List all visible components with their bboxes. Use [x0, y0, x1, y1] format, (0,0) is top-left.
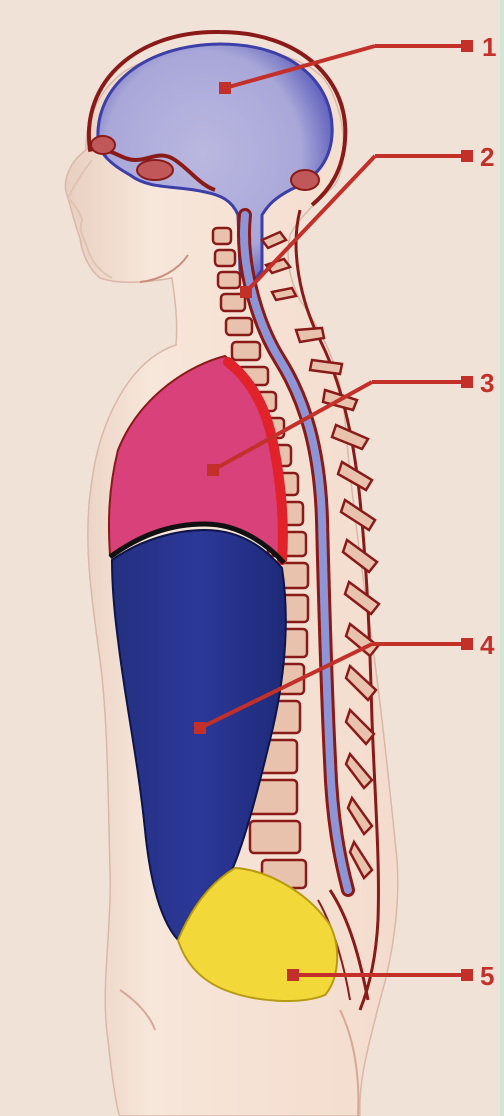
right-edge-strip: [500, 0, 504, 1116]
callout-dot-2-start: [240, 286, 252, 298]
pelvic-cavity: [176, 866, 339, 1002]
callout-label-3: 3: [480, 368, 495, 398]
face-profile: [66, 159, 113, 279]
callout-dot-5-start: [287, 969, 299, 981]
spinous-processes: [260, 230, 381, 881]
abdominal-cavity: [110, 528, 287, 942]
sacrum-line: [328, 889, 370, 1001]
skull-base: [87, 146, 216, 192]
callout-line-4: [199, 642, 373, 730]
callout-dot-3-end: [461, 376, 473, 388]
callout-dot-3-start: [207, 464, 219, 476]
callout-dot-5-end: [461, 969, 473, 981]
callout-dot-4-end: [461, 638, 473, 650]
callout-label-4: 4: [480, 630, 495, 660]
callout-dot-4-start: [194, 722, 206, 734]
spinal-cord: [240, 211, 352, 894]
sacrum-line-inner: [317, 899, 351, 1001]
callout-label-5: 5: [480, 961, 495, 991]
callout-label-1: 1: [482, 32, 497, 62]
callout-dot-1-end: [461, 40, 473, 52]
thoracic-cavity-edge: [223, 357, 288, 565]
skull-bump-mid: [136, 159, 174, 181]
hip-curve-lower: [339, 1009, 360, 1116]
callout-dot-1-start: [219, 82, 231, 94]
skull-bump-back: [290, 169, 320, 191]
diaphragm: [108, 521, 286, 565]
brain: [96, 42, 334, 294]
callout-dot-2-end: [461, 150, 473, 162]
hip-curve: [119, 989, 156, 1031]
callout-line-3: [212, 380, 373, 472]
callout-lines: [194, 40, 473, 981]
callout-line-1: [224, 44, 376, 90]
skull-outline: [86, 29, 348, 207]
jaw-line: [139, 254, 189, 283]
skull-bump-front: [90, 135, 116, 155]
callout-label-2: 2: [480, 142, 495, 172]
callout-line-2: [244, 154, 377, 294]
